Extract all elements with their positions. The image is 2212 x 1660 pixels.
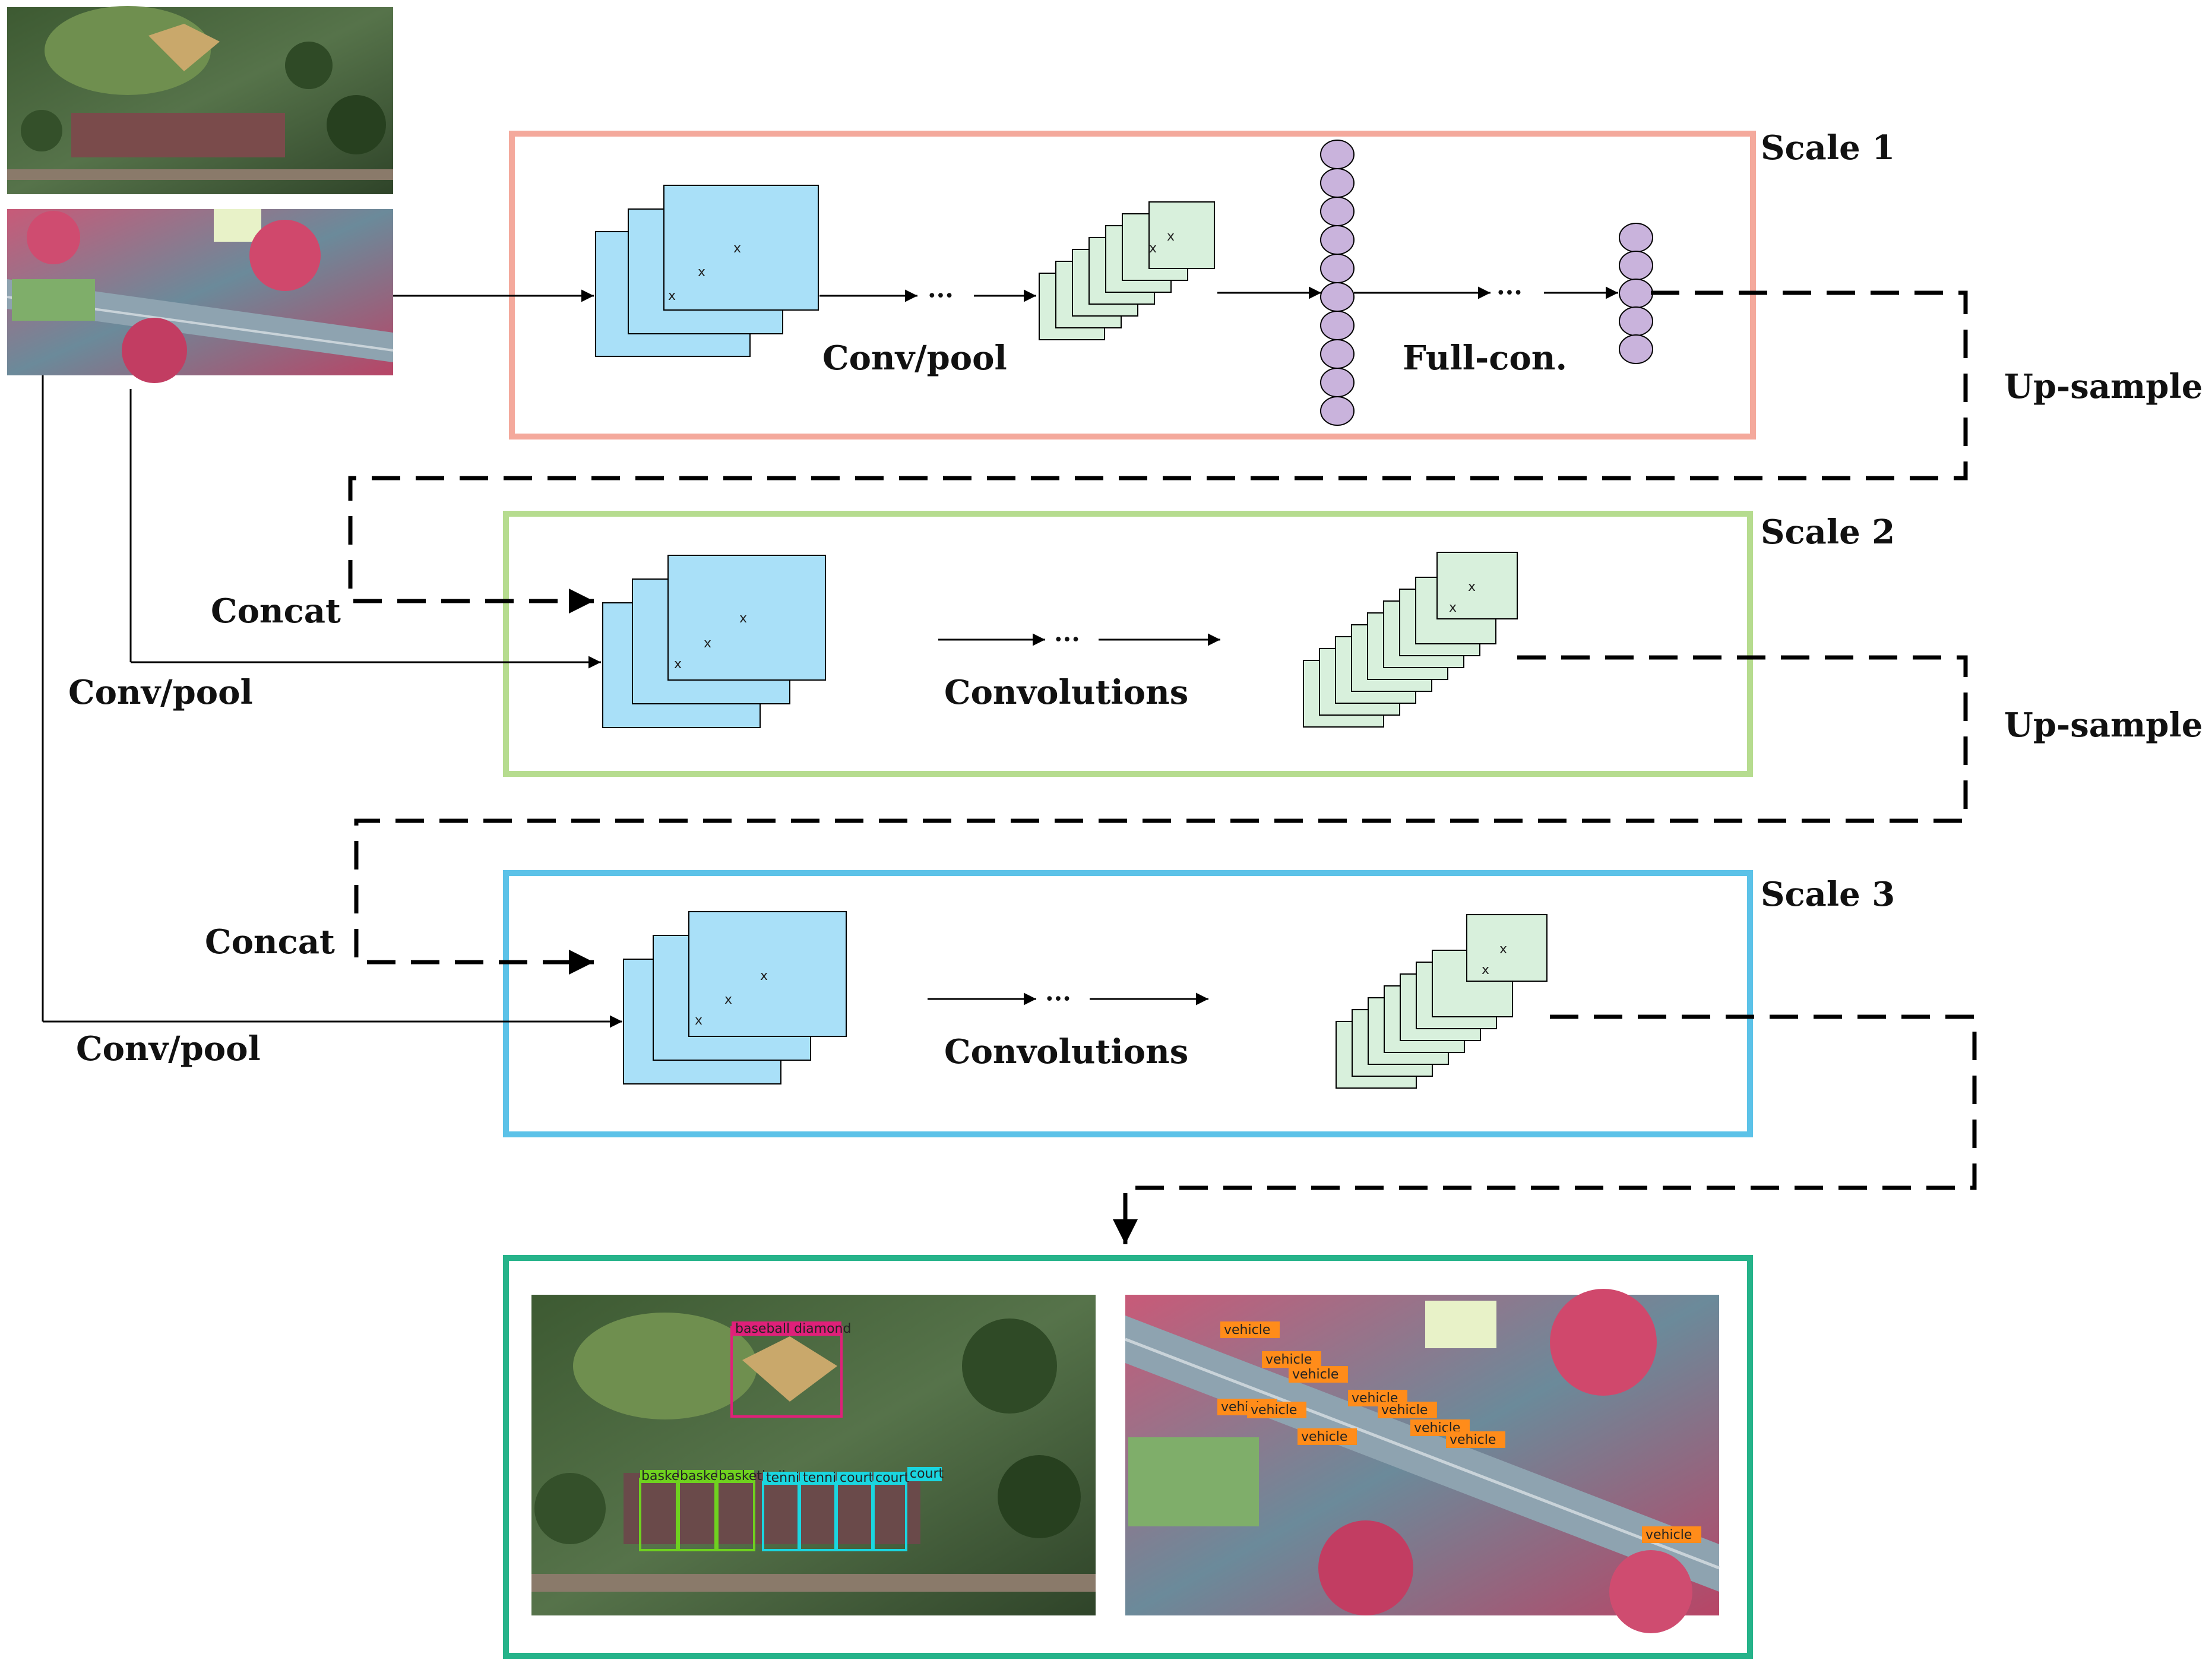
concat-label-1: Concat (211, 592, 341, 631)
neuron-node (1320, 282, 1355, 312)
x-mark: x (698, 265, 705, 280)
scale-2-label: Scale 2 (1761, 513, 1895, 552)
scale-3-small-cube-stack: x x (1336, 914, 1548, 1089)
ellipsis: ··· (1045, 984, 1071, 1013)
vehicle-label: vehicle (1224, 1323, 1270, 1338)
x-mark: x (724, 992, 732, 1007)
detection-court-3: court (907, 1466, 944, 1481)
x-mark: x (739, 611, 747, 626)
convolutions-label-scale3: Convolutions (944, 1032, 1188, 1071)
scale-1-frame (509, 131, 1756, 439)
up-sample-label-2: Up-sample (2004, 706, 2202, 745)
input-image-infrared (7, 209, 394, 383)
result-image-infrared (1125, 1289, 1720, 1633)
neuron-node (1619, 223, 1653, 252)
vehicle-label: vehicle (1381, 1403, 1428, 1418)
vehicle-tag (1262, 1351, 1321, 1368)
x-mark: x (1449, 600, 1457, 615)
input-image-rgb (7, 6, 393, 194)
neuron-node (1619, 334, 1653, 364)
detection-label: court (875, 1471, 910, 1485)
x-mark: x (674, 657, 682, 672)
vehicle-label: vehicle (1645, 1528, 1692, 1542)
x-mark: x (1468, 580, 1476, 595)
vehicle-tag (1642, 1526, 1701, 1543)
detection-court-2: court (872, 1471, 910, 1551)
detection-label: court (840, 1471, 874, 1485)
vehicle-label: vehicle (1265, 1352, 1312, 1367)
detection-label: court (910, 1466, 944, 1481)
scale-2-small-cube-stack: x x (1303, 552, 1518, 728)
concat-label-2: Concat (205, 922, 335, 962)
convolutions-label-scale2: Convolutions (944, 673, 1188, 712)
upsample-path-2 (354, 655, 1968, 975)
conv-pool-label-scale3: Conv/pool (76, 1029, 261, 1068)
x-mark: x (1167, 229, 1175, 244)
conv-pool-label-scale1: Conv/pool (822, 339, 1007, 378)
scale-1-label: Scale 1 (1761, 128, 1895, 167)
scale-3-label: Scale 3 (1761, 875, 1895, 914)
neuron-node (1320, 311, 1355, 340)
neuron-node (1320, 368, 1355, 397)
vehicle-label: vehicle (1301, 1430, 1347, 1444)
x-mark: x (695, 1013, 702, 1028)
conv-pool-label-scale2: Conv/pool (68, 673, 253, 712)
x-mark: x (733, 241, 741, 256)
scale-2-feature-cube-stack: x x x (602, 555, 826, 728)
vehicle-tag (1247, 1402, 1306, 1418)
scale-3-frame (503, 870, 1753, 1137)
vehicle-label: vehicle (1251, 1403, 1297, 1418)
result-image-rgb: baseball diamond basketball basketball b… (531, 1295, 1096, 1615)
neuron-column-1 (1320, 140, 1355, 426)
detection-baseball-diamond: baseball diamond (730, 1321, 851, 1418)
x-mark: x (1149, 241, 1157, 256)
neuron-node (1320, 339, 1355, 369)
full-con-label: Full-con. (1403, 339, 1567, 378)
scale-1-small-cube-stack: x x (1039, 201, 1215, 340)
vehicle-tag (1220, 1321, 1280, 1338)
vehicle-label: vehicle (1450, 1433, 1496, 1447)
vehicle-tag (1378, 1402, 1437, 1418)
x-mark: x (1482, 963, 1489, 978)
x-mark: x (760, 969, 768, 984)
result-frame (503, 1255, 1753, 1659)
vehicle-tag (1446, 1431, 1505, 1448)
neuron-node (1320, 225, 1355, 255)
upsample-path-1 (348, 290, 1968, 614)
neuron-node (1320, 197, 1355, 226)
vehicle-detections: vehiclevehiclevehiclevehiclevehiclevehic… (1217, 1321, 1701, 1543)
x-mark: x (668, 289, 676, 303)
x-mark: x (1499, 942, 1507, 957)
ellipsis: ··· (928, 281, 954, 310)
neuron-node (1320, 140, 1355, 169)
neuron-column-2 (1619, 223, 1653, 364)
vehicle-label: vehicle (1292, 1367, 1338, 1382)
detection-label: baseball diamond (735, 1321, 851, 1336)
vehicle-tag (1298, 1428, 1357, 1445)
detection-court-1: court (836, 1471, 874, 1551)
neuron-node (1320, 168, 1355, 198)
neuron-node (1619, 279, 1653, 308)
scale-1-feature-cube-stack: x x x (595, 185, 819, 357)
x-mark: x (704, 636, 711, 651)
vehicle-tag (1289, 1366, 1348, 1383)
neuron-node (1320, 254, 1355, 283)
ellipsis: ··· (1054, 625, 1080, 654)
detection-tennis-2: tennis (799, 1471, 843, 1551)
ellipsis: ··· (1496, 278, 1523, 307)
neuron-node (1619, 251, 1653, 280)
scale-2-frame (503, 511, 1753, 777)
neuron-node (1320, 396, 1355, 426)
output-path (1113, 1014, 1977, 1244)
neuron-node (1619, 306, 1653, 336)
scale-3-feature-cube-stack: x x x (623, 911, 847, 1084)
up-sample-label-1: Up-sample (2004, 367, 2202, 406)
